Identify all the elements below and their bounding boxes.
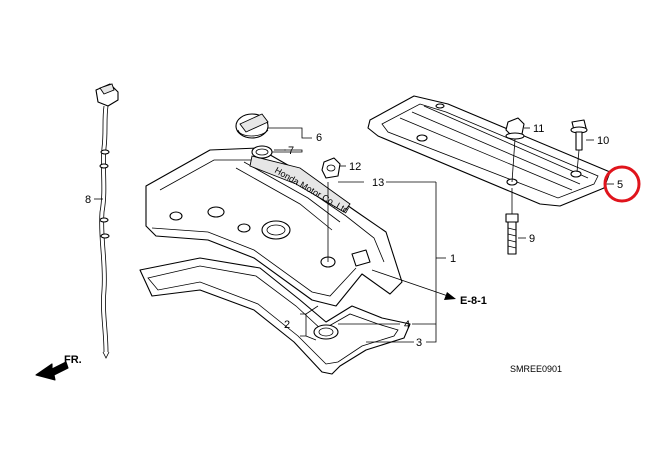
- filler-cap-seal: [251, 145, 273, 159]
- callout-4: 4: [404, 319, 410, 331]
- callout-7: 7: [288, 145, 294, 157]
- cylinder-head-cover: Honda Motor Co.,Ltd: [145, 147, 403, 307]
- callout-10: 10: [597, 135, 609, 147]
- plug-hole-seal: [313, 324, 339, 340]
- oil-filler-cap: [235, 113, 269, 139]
- front-label: FR.: [64, 354, 82, 366]
- bolt: [570, 119, 588, 173]
- reference-label: E-8-1: [460, 295, 487, 307]
- callout-2: 2: [284, 319, 290, 331]
- callout-6: 6: [316, 132, 322, 144]
- reference-arrow: E-8-1: [371, 269, 487, 307]
- seal-washer: [321, 157, 341, 179]
- callout-5: 5: [617, 179, 623, 191]
- stud-bolt: [505, 188, 519, 255]
- coil-cover: [367, 95, 611, 207]
- callout-3: 3: [416, 337, 422, 349]
- callout-11: 11: [533, 123, 544, 135]
- drawing-code: SMREE0901: [510, 364, 562, 374]
- callout-13: 13: [372, 177, 384, 189]
- dipstick: [95, 83, 119, 359]
- front-arrow-icon: FR.: [35, 354, 82, 381]
- flange-nut: [505, 117, 525, 183]
- callout-12: 12: [349, 161, 361, 173]
- head-cover-gasket: [139, 257, 411, 375]
- highlight-circle: [603, 165, 641, 203]
- callout-9: 9: [529, 233, 535, 245]
- callout-8: 8: [85, 194, 91, 206]
- callout-1: 1: [450, 253, 456, 265]
